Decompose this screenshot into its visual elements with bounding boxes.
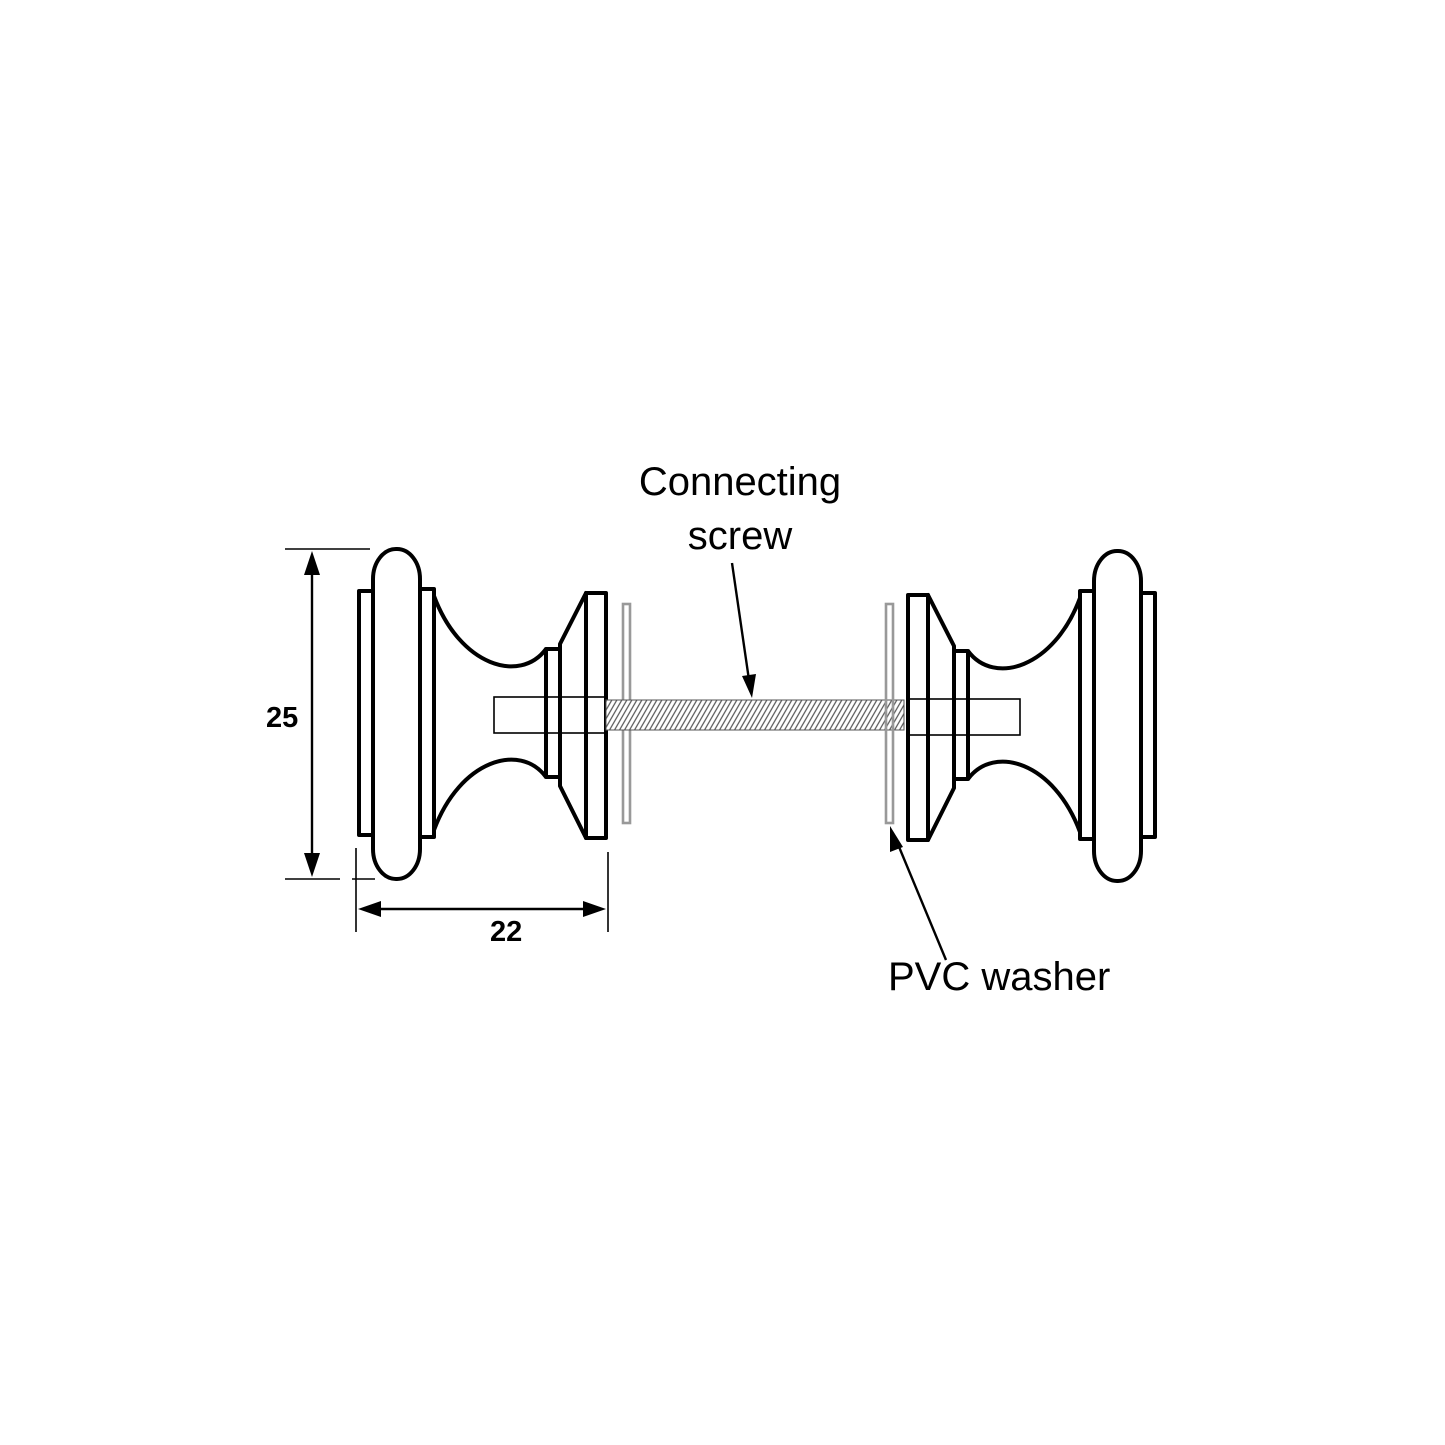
left-knob-head: [371, 547, 422, 881]
right-knob: [906, 549, 1157, 883]
right-neck-lower-curve: [966, 759, 1082, 833]
connecting-screw-label-line2: screw: [687, 514, 793, 558]
right-pvc-washer: [884, 602, 895, 825]
left-knob: [357, 547, 608, 881]
right-back-plate: [1139, 591, 1157, 839]
pvc-washer-label: PVC washer: [888, 955, 1111, 999]
right-inner-collar: [952, 649, 970, 781]
screw-leader: [730, 562, 756, 698]
left-back-plate: [357, 589, 375, 837]
connecting-screw: [605, 699, 905, 731]
width-dimension-label: 22: [490, 916, 523, 948]
left-neck-upper-curve: [432, 595, 548, 669]
height-dimension: [285, 548, 370, 880]
left-rose: [558, 591, 588, 840]
right-rose: [926, 593, 956, 842]
left-neck-collar: [418, 587, 436, 839]
right-rose-plate: [906, 593, 930, 842]
height-dimension-label: 25: [266, 702, 299, 734]
right-spindle: [907, 698, 1021, 736]
left-spindle: [493, 696, 607, 734]
left-inner-collar: [544, 647, 562, 779]
left-rose-plate: [584, 591, 608, 840]
right-neck-upper-curve: [966, 597, 1082, 671]
left-neck-lower-curve: [432, 757, 548, 831]
width-dimension: [352, 848, 609, 932]
right-knob-head: [1092, 549, 1143, 883]
connecting-screw-label-line1: Connecting: [638, 460, 842, 504]
right-neck-collar: [1078, 589, 1096, 841]
washer-leader: [890, 826, 948, 961]
